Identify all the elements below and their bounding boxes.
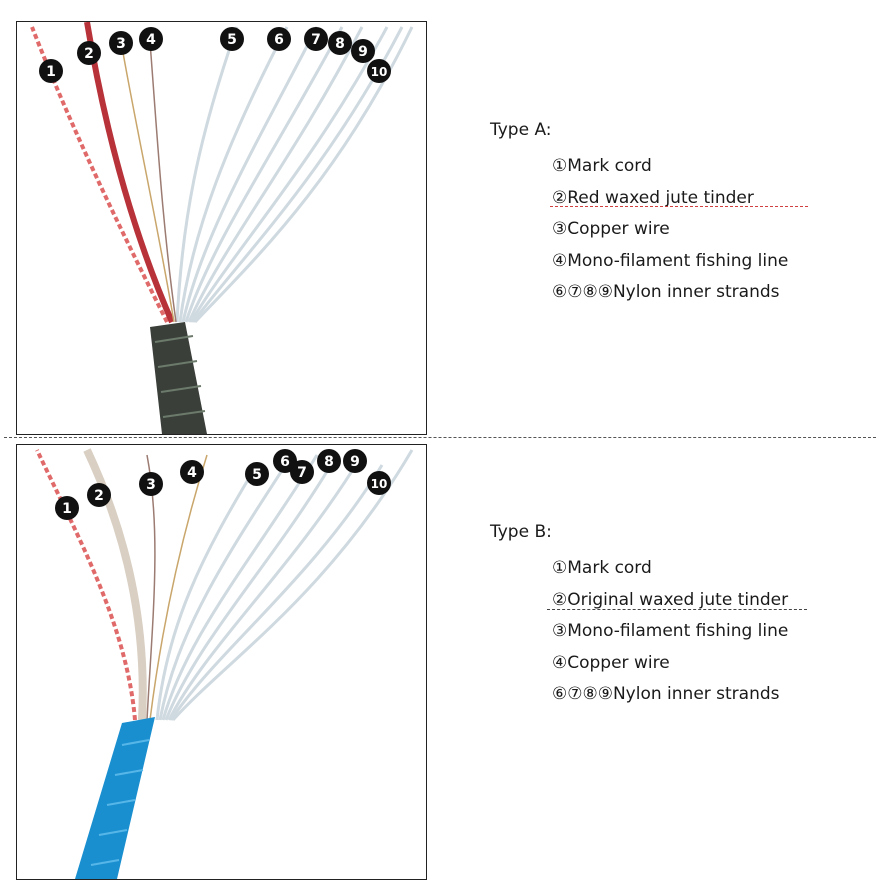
svg-text:8: 8 — [324, 454, 334, 470]
svg-text:2: 2 — [94, 488, 104, 504]
mark-cord-b — [35, 449, 137, 721]
cord-illustration-type-a: 1 2 3 4 5 6 7 8 9 10 — [30, 22, 414, 434]
legend-separator-b — [547, 609, 807, 610]
svg-text:5: 5 — [252, 467, 262, 483]
svg-text:5: 5 — [227, 32, 237, 48]
legend-item-fishing-line: ③Mono-filament fishing line — [552, 621, 789, 642]
legend-item-tinder: ②Red waxed jute tinder — [552, 187, 754, 208]
legend-item-copper-wire: ③Copper wire — [552, 219, 670, 240]
svg-text:1: 1 — [62, 501, 72, 517]
svg-text:7: 7 — [297, 465, 307, 481]
svg-text:6: 6 — [280, 454, 290, 470]
legend-separator-a — [550, 206, 808, 207]
legend-item-nylon-strands: ⑥⑦⑧⑨Nylon inner strands — [552, 684, 780, 705]
badge-6: 6 — [273, 449, 297, 473]
legend-item-fishing-line: ④Mono-filament fishing line — [552, 250, 789, 271]
badge-9: 9 — [351, 39, 375, 63]
badge-5: 5 — [245, 462, 269, 486]
svg-text:4: 4 — [146, 32, 156, 48]
badge-3: 3 — [139, 472, 163, 496]
badge-6: 6 — [267, 27, 291, 51]
copper-wire-a — [121, 46, 175, 323]
svg-text:3: 3 — [116, 36, 126, 52]
legend-type-a: Type A: ①Mark cord ②Red waxed jute tinde… — [490, 118, 870, 309]
copper-wire-b — [149, 454, 208, 721]
legend-item-copper-wire: ④Copper wire — [552, 652, 670, 673]
legend-type-b: Type B: ①Mark cord ②Original waxed jute … — [490, 520, 870, 711]
badge-3: 3 — [109, 31, 133, 55]
badge-4: 4 — [180, 460, 204, 484]
badge-1: 1 — [39, 59, 63, 83]
badge-10: 10 — [367, 471, 391, 495]
svg-text:10: 10 — [371, 65, 388, 79]
svg-text:3: 3 — [146, 477, 156, 493]
svg-text:9: 9 — [358, 44, 368, 60]
svg-text:6: 6 — [274, 32, 284, 48]
badge-7: 7 — [290, 460, 314, 484]
legend-item-mark-cord: ①Mark cord — [552, 156, 652, 176]
nylon-strands-b — [155, 449, 414, 722]
cord-sheath-b — [75, 717, 155, 879]
svg-text:8: 8 — [335, 36, 345, 52]
badge-2: 2 — [87, 483, 111, 507]
legend-item-tinder: ②Original waxed jute tinder — [552, 589, 789, 610]
jute-tinder-b — [83, 448, 147, 721]
svg-text:1: 1 — [46, 64, 56, 80]
badge-9: 9 — [343, 449, 367, 473]
badge-5: 5 — [220, 27, 244, 51]
legend-item-nylon-strands: ⑥⑦⑧⑨Nylon inner strands — [552, 282, 780, 303]
svg-text:10: 10 — [371, 477, 388, 491]
legend-title-type-b: Type B: — [490, 522, 552, 542]
legend-item-mark-cord: ①Mark cord — [552, 558, 652, 578]
badge-8: 8 — [317, 449, 341, 473]
fishing-line-a — [149, 41, 177, 323]
cord-sheath-a — [150, 322, 207, 434]
badge-1: 1 — [55, 496, 79, 520]
svg-text:7: 7 — [311, 32, 321, 48]
svg-text:9: 9 — [350, 454, 360, 470]
cord-photo-type-b: 1 2 3 4 5 6 7 8 9 10 — [16, 444, 427, 880]
red-jute-tinder-a — [84, 22, 175, 324]
legend-title-type-a: Type A: — [490, 120, 552, 140]
section-divider — [4, 437, 876, 438]
svg-text:4: 4 — [187, 465, 197, 481]
svg-text:2: 2 — [84, 46, 94, 62]
cord-illustration-type-b: 1 2 3 4 5 6 7 8 9 10 — [35, 448, 414, 879]
badge-10: 10 — [367, 59, 391, 83]
badge-8: 8 — [328, 31, 352, 55]
nylon-strands-a — [175, 26, 414, 324]
badge-2: 2 — [77, 41, 101, 65]
cord-photo-type-a: 1 2 3 4 5 6 7 8 9 10 — [16, 21, 427, 435]
badge-7: 7 — [304, 27, 328, 51]
badge-4: 4 — [139, 27, 163, 51]
